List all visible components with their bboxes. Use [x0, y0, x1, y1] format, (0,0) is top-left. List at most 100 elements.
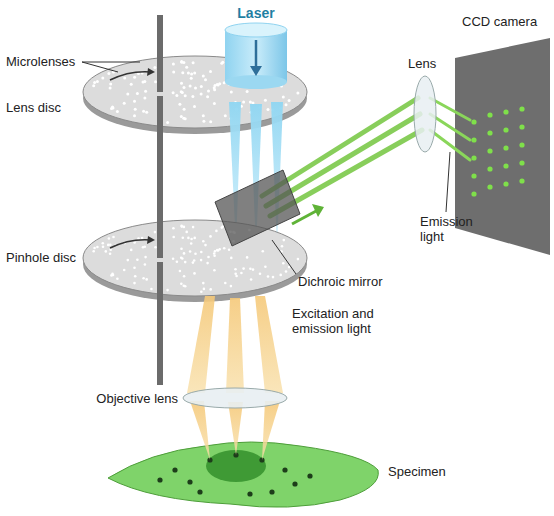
disc-dot [150, 288, 153, 291]
part-label: Microlenses [6, 54, 75, 69]
ccd-spot [519, 124, 524, 129]
disc-dot [285, 103, 288, 106]
disc-dot [145, 111, 148, 114]
specimen-cell [108, 442, 378, 507]
disc-dot [141, 237, 144, 240]
disc-dot [288, 99, 291, 102]
disc-dot [130, 83, 133, 86]
focal-spot [197, 489, 202, 494]
disc-dot [154, 246, 157, 249]
laser-source [225, 23, 287, 89]
disc-dot [220, 62, 223, 65]
disc-dot [133, 266, 136, 269]
focal-spot [247, 491, 252, 496]
ccd-spot [487, 184, 492, 189]
leader-line [82, 62, 118, 72]
disc-dot [142, 277, 145, 280]
disc-dot [214, 250, 217, 253]
disc-dot [282, 262, 285, 265]
disc-dot [143, 80, 146, 83]
disc-dot [213, 102, 216, 105]
disc-dot [180, 247, 183, 250]
disc-dot [185, 231, 188, 234]
ccd-spot [503, 127, 508, 132]
disc-dot [180, 282, 183, 285]
focal-spot [307, 473, 312, 478]
disc-dot [133, 282, 136, 285]
disc-dot [154, 80, 157, 83]
disc-dot [133, 100, 136, 103]
disc-dot [246, 90, 249, 93]
disc-dot [136, 258, 139, 261]
disc-dot [202, 120, 205, 123]
ccd-spot [503, 163, 508, 168]
disc-dot [181, 225, 184, 228]
dichroic-mirror [215, 170, 300, 246]
rotation-arrowhead [147, 236, 155, 244]
disc-dot [172, 227, 175, 230]
disc-dot [285, 270, 288, 273]
disc-dot [193, 105, 196, 108]
ccd-spot [471, 155, 476, 160]
part-label: Dichroic mirror [298, 274, 408, 289]
focal-spot [292, 481, 297, 486]
disc-dot [111, 106, 114, 109]
disc-dot [134, 108, 137, 111]
disc-dot [250, 278, 253, 281]
disc-dot [264, 99, 267, 102]
disc-dot [183, 86, 186, 89]
part-label: Objective lens [96, 391, 178, 406]
disc-dot [242, 267, 245, 270]
focal-spot [282, 467, 287, 472]
objective-lens [183, 388, 287, 408]
disc-dot [180, 61, 183, 64]
disc-dot [187, 237, 190, 240]
disc-dot [200, 251, 203, 254]
disc-dot [242, 101, 245, 104]
disc-dot [228, 248, 231, 251]
disc-dot [166, 289, 169, 292]
disc-dot [181, 71, 184, 74]
disc-dot [183, 108, 186, 111]
disc-dot [190, 77, 193, 80]
focal-spot [187, 479, 192, 484]
disc-dot [175, 94, 178, 97]
disc-dot [180, 115, 183, 118]
ccd-spot [487, 148, 492, 153]
disc-dot [230, 285, 233, 288]
disc-dot [192, 61, 195, 64]
disc-dot [112, 236, 115, 239]
disc-dot [190, 73, 193, 76]
disc-dot [116, 277, 119, 280]
disc-dot [252, 268, 255, 271]
disc-dot [192, 226, 195, 229]
disc-dot [144, 256, 147, 259]
disc-dot [296, 92, 299, 95]
disc-dot [130, 249, 133, 252]
disc-dot [134, 275, 137, 278]
disc-dot [202, 240, 205, 243]
leader-line [446, 152, 450, 212]
disc-dot [249, 267, 252, 270]
disc-dot [184, 261, 187, 264]
disc-dot [105, 250, 108, 253]
rotation-shaft-lower [157, 262, 163, 385]
disc-dot [234, 272, 237, 275]
disc-dot [202, 282, 205, 285]
ccd-spot [487, 130, 492, 135]
disc-dot [207, 256, 210, 259]
disc-dot [235, 275, 238, 278]
disc-dot [144, 263, 147, 266]
disc-dot [133, 114, 136, 117]
disc-dot [154, 231, 157, 234]
disc-dot [190, 238, 193, 241]
disc-dot [180, 256, 183, 259]
disc-dot [142, 110, 145, 113]
disc-dot [282, 95, 285, 98]
disc-dot [172, 258, 175, 261]
disc-dot [213, 88, 216, 91]
disc-dot [267, 108, 270, 111]
pinhole-dots [92, 224, 299, 293]
disc-dot [107, 244, 110, 247]
